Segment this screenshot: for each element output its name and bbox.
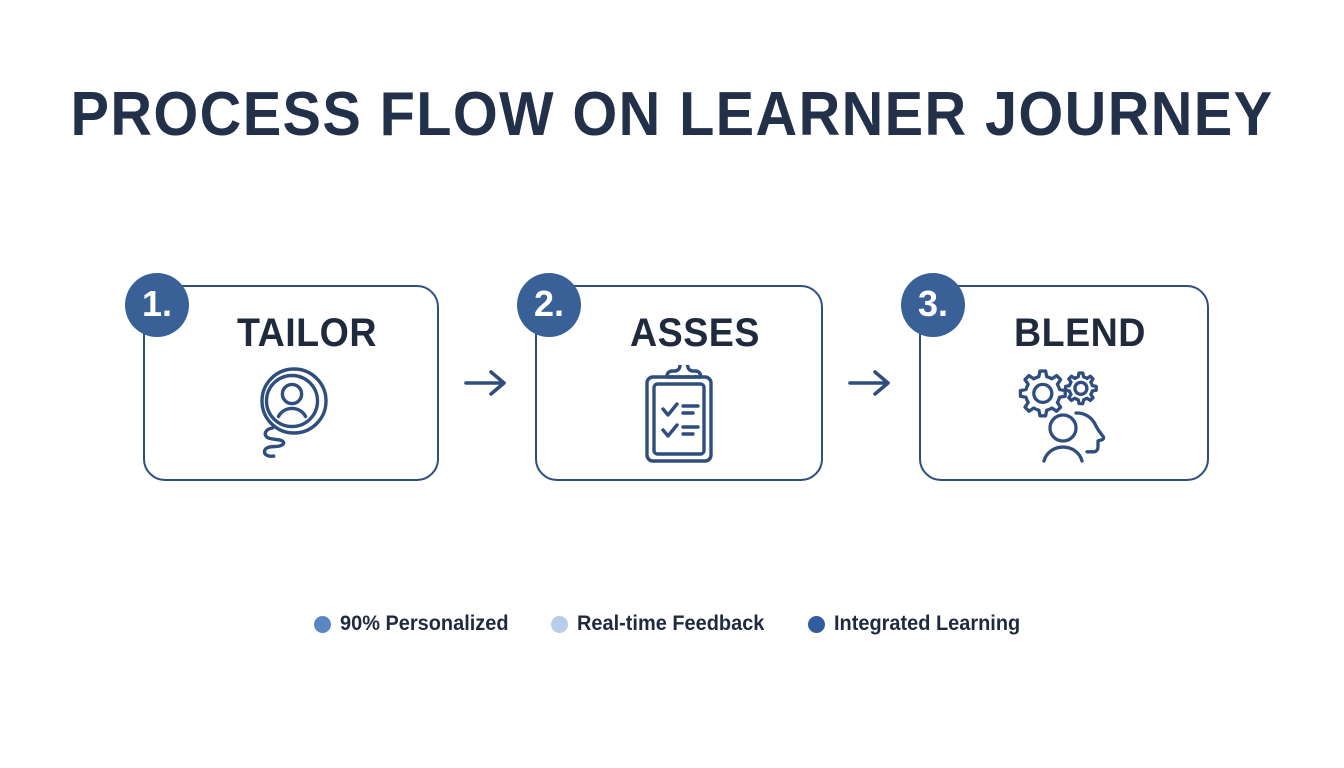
step-number-badge-1: 1.	[125, 273, 189, 337]
legend-item-0[interactable]: 90% Personalized	[313, 612, 517, 636]
step-label-tailor: TAILOR	[236, 311, 377, 355]
process-flow: 1. TAILOR 2. ASSES	[125, 273, 1209, 481]
legend-label-2: Integrated Learning	[834, 612, 1021, 635]
legend-label-1: Real-time Feedback	[577, 612, 765, 635]
step-label-asses: ASSES	[630, 311, 760, 355]
legend-dot-icon-2	[808, 615, 826, 633]
step-card-asses[interactable]: 2. ASSES	[517, 273, 823, 481]
arrow-right-icon-2	[823, 369, 919, 397]
legend-label-0: 90% Personalized	[339, 612, 509, 635]
step-number-badge-3: 3.	[901, 273, 965, 337]
legend: 90% Personalized Real-time Feedback Inte…	[0, 612, 1344, 636]
step-card-tailor[interactable]: 1. TAILOR	[125, 273, 439, 481]
page-title: PROCESS FLOW ON LEARNER JOURNEY	[70, 80, 1274, 149]
person-in-circle-with-tape-icon	[145, 361, 437, 465]
clipboard-checklist-icon	[537, 361, 821, 465]
legend-dot-icon-0	[313, 615, 331, 633]
step-label-blend: BLEND	[1014, 311, 1146, 355]
legend-dot-icon-1	[551, 615, 569, 633]
step-card-blend[interactable]: 3. BLEND	[901, 273, 1209, 481]
arrow-right-icon-1	[439, 369, 535, 397]
gears-head-person-icon	[921, 361, 1207, 465]
step-number-badge-2: 2.	[517, 273, 581, 337]
legend-item-1[interactable]: Real-time Feedback	[551, 612, 774, 636]
legend-item-2[interactable]: Integrated Learning	[808, 612, 1030, 636]
